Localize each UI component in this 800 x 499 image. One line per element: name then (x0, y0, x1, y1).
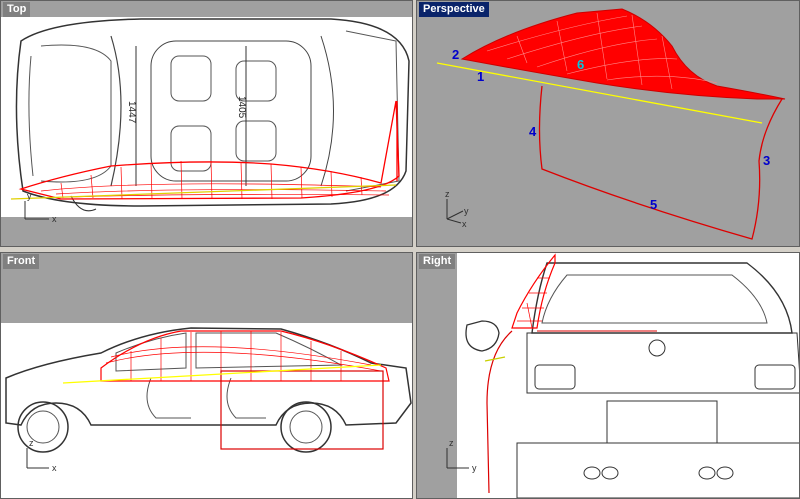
dimension-label-1447: 1447 (126, 101, 137, 124)
perspective-viewport-title[interactable]: Perspective (419, 2, 489, 17)
top-axis-x-label: x (52, 214, 57, 224)
top-axis-y-label: y (27, 191, 32, 201)
perspective-axis-z-label: z (445, 189, 450, 199)
front-viewport-title[interactable]: Front (3, 254, 40, 269)
annotation-3: 3 (763, 153, 770, 168)
right-view-drawing: z y (446, 253, 799, 498)
perspective-axis-x-label: x (462, 219, 467, 229)
right-axis-z-label: z (449, 438, 454, 448)
top-viewport-title[interactable]: Top (3, 2, 31, 17)
right-viewport[interactable]: Right (416, 252, 800, 499)
top-viewport[interactable]: Top 1447 1405 (0, 0, 413, 247)
front-axis-z-label: z (29, 438, 34, 448)
front-viewport[interactable]: Front (0, 252, 413, 499)
top-view-drawing: 1447 1405 x y (1, 17, 412, 224)
annotation-6: 6 (577, 57, 584, 72)
front-axis-x-label: x (52, 463, 57, 473)
front-view-drawing: z x (1, 323, 412, 498)
annotation-5: 5 (650, 197, 657, 212)
dimension-label-1405: 1405 (236, 96, 247, 119)
right-viewport-title[interactable]: Right (419, 254, 456, 269)
right-axis-y-label: y (472, 463, 477, 473)
perspective-axis-y-label: y (464, 206, 469, 216)
annotation-1: 1 (477, 69, 484, 84)
perspective-viewport[interactable]: Perspective 1 2 3 4 5 6 z y x (416, 0, 800, 247)
annotation-4: 4 (529, 124, 537, 139)
annotation-2: 2 (452, 47, 459, 62)
perspective-view-drawing: 1 2 3 4 5 6 z y x (436, 8, 786, 240)
